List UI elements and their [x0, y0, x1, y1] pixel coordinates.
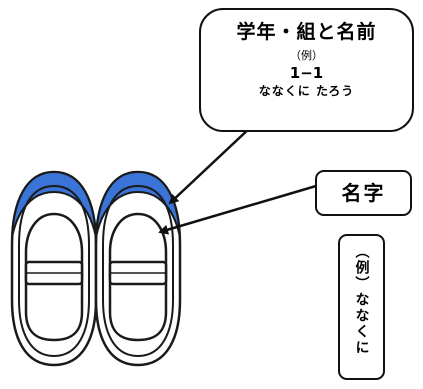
- surname-label: 名字: [341, 181, 386, 205]
- arrow-icon: [158, 184, 317, 235]
- left-shoe-icon: [10, 170, 98, 367]
- callout-heading: 学年・組と名前: [236, 21, 377, 43]
- surname-callout: 名字: [315, 170, 412, 216]
- right-shoe-icon: [94, 170, 182, 367]
- grade-class-name-callout: 学年・組と名前 （例） 1−1 ななくに たろう: [199, 8, 414, 132]
- example-label: （例）: [290, 49, 323, 62]
- arrow-icon: [168, 125, 253, 205]
- vertical-example-callout: （例）ななくに: [338, 234, 385, 380]
- full-name-value: ななくに たろう: [258, 84, 355, 98]
- grade-class-value: 1−1: [289, 64, 324, 82]
- vertical-example-label: （例）ななくに: [353, 244, 370, 356]
